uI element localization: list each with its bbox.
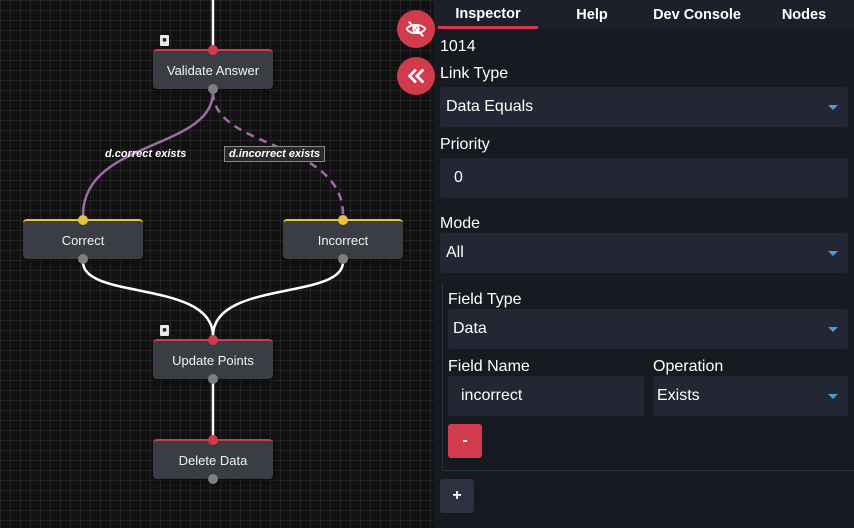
output-port[interactable] [78, 254, 88, 264]
output-port[interactable] [208, 84, 218, 94]
node-info-icon[interactable]: ■ [160, 325, 169, 336]
node-label: Delete Data [178, 452, 248, 468]
link-label-incorrect[interactable]: d.incorrect exists [224, 146, 326, 162]
field-type-value: Data [453, 320, 487, 337]
panel-tabs: Inspector Help Dev Console Nodes [434, 0, 854, 29]
node-label: Correct [61, 232, 105, 248]
link-type-value: Data Equals [446, 98, 534, 115]
flow-canvas[interactable]: ■ Validate Answer d.correct exists d.inc… [0, 0, 434, 528]
mode-value: All [446, 244, 464, 261]
output-port[interactable] [208, 474, 218, 484]
chevron-down-icon [828, 394, 838, 399]
input-port[interactable] [208, 335, 218, 345]
input-port[interactable] [208, 435, 218, 445]
link-correct-update[interactable] [81, 261, 215, 337]
field-name-input[interactable]: incorrect [448, 376, 644, 416]
tab-inspector[interactable]: Inspector [438, 0, 538, 29]
node-label: Update Points [172, 352, 254, 368]
tab-nodes[interactable]: Nodes [781, 7, 827, 23]
priority-value: 0 [454, 169, 463, 186]
eye-slash-icon [405, 20, 427, 38]
field-name-label: Field Name [448, 358, 530, 375]
chevron-down-icon [828, 105, 838, 110]
node-validate-answer[interactable]: Validate Answer [153, 45, 273, 94]
operation-label: Operation [653, 358, 724, 375]
inspector-panel: Inspector Help Dev Console Nodes 1014 Li… [434, 0, 854, 528]
hide-button[interactable] [397, 10, 435, 48]
link-correct[interactable] [81, 91, 215, 216]
node-incorrect[interactable]: Incorrect [283, 215, 403, 264]
node-info-icon[interactable]: ■ [160, 35, 169, 46]
add-condition-button[interactable]: + [440, 479, 474, 513]
input-port[interactable] [78, 215, 88, 225]
node-delete-data[interactable]: Delete Data [153, 435, 273, 484]
node-correct[interactable]: Correct [23, 215, 143, 264]
link-type-select[interactable]: Data Equals [440, 87, 848, 127]
field-type-select[interactable]: Data [448, 309, 848, 349]
link-incorrect-update[interactable] [211, 261, 345, 337]
link-label-correct[interactable]: d.correct exists [105, 148, 187, 160]
double-chevron-left-icon [407, 68, 425, 84]
node-label: Validate Answer [166, 62, 260, 78]
chevron-down-icon [828, 251, 838, 256]
collapse-panel-button[interactable] [397, 57, 435, 95]
link-type-label: Link Type [440, 65, 509, 82]
chevron-down-icon [828, 327, 838, 332]
priority-input[interactable]: 0 [440, 158, 848, 198]
tab-help[interactable]: Help [576, 7, 608, 23]
input-port[interactable] [208, 45, 218, 55]
tab-dev-console[interactable]: Dev Console [653, 7, 741, 23]
output-port[interactable] [338, 254, 348, 264]
field-name-value: incorrect [461, 387, 523, 404]
field-type-label: Field Type [448, 291, 522, 308]
node-label: Incorrect [317, 232, 369, 248]
mode-select[interactable]: All [440, 233, 848, 273]
operation-select[interactable]: Exists [653, 376, 848, 416]
remove-condition-button[interactable]: - [448, 424, 482, 458]
output-port[interactable] [208, 374, 218, 384]
operation-value: Exists [657, 387, 700, 404]
priority-label: Priority [440, 136, 490, 153]
link-id: 1014 [440, 38, 476, 55]
node-update-points[interactable]: Update Points [153, 335, 273, 384]
mode-label: Mode [440, 215, 481, 232]
input-port[interactable] [338, 215, 348, 225]
condition-group [442, 283, 854, 471]
